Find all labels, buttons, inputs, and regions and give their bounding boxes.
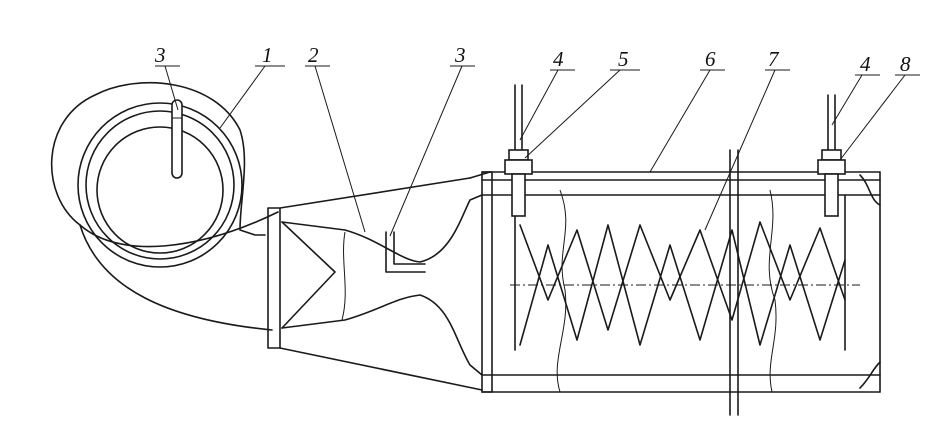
callout-3-right: 3	[454, 43, 466, 67]
fan-volute-housing	[50, 81, 279, 331]
right-probe	[385, 231, 426, 273]
combustion-cone	[281, 194, 483, 376]
callout-6: 6	[705, 47, 716, 71]
callout-3-left: 3	[154, 43, 166, 67]
flange-and-cone	[267, 171, 491, 391]
fitting-left	[504, 84, 533, 217]
leader-lines	[155, 65, 920, 237]
callout-7: 7	[768, 47, 780, 71]
callout-2: 2	[308, 43, 319, 67]
support-rod	[729, 149, 739, 416]
callout-4-left: 4	[553, 47, 564, 71]
callout-1: 1	[262, 43, 273, 67]
callout-4-right: 4	[860, 52, 871, 76]
heat-exchanger-shell	[481, 171, 881, 393]
left-probe	[171, 99, 183, 179]
zigzag-turbulator	[510, 189, 860, 393]
callout-8: 8	[900, 52, 911, 76]
fitting-right	[817, 94, 846, 217]
callout-5: 5	[618, 47, 629, 71]
